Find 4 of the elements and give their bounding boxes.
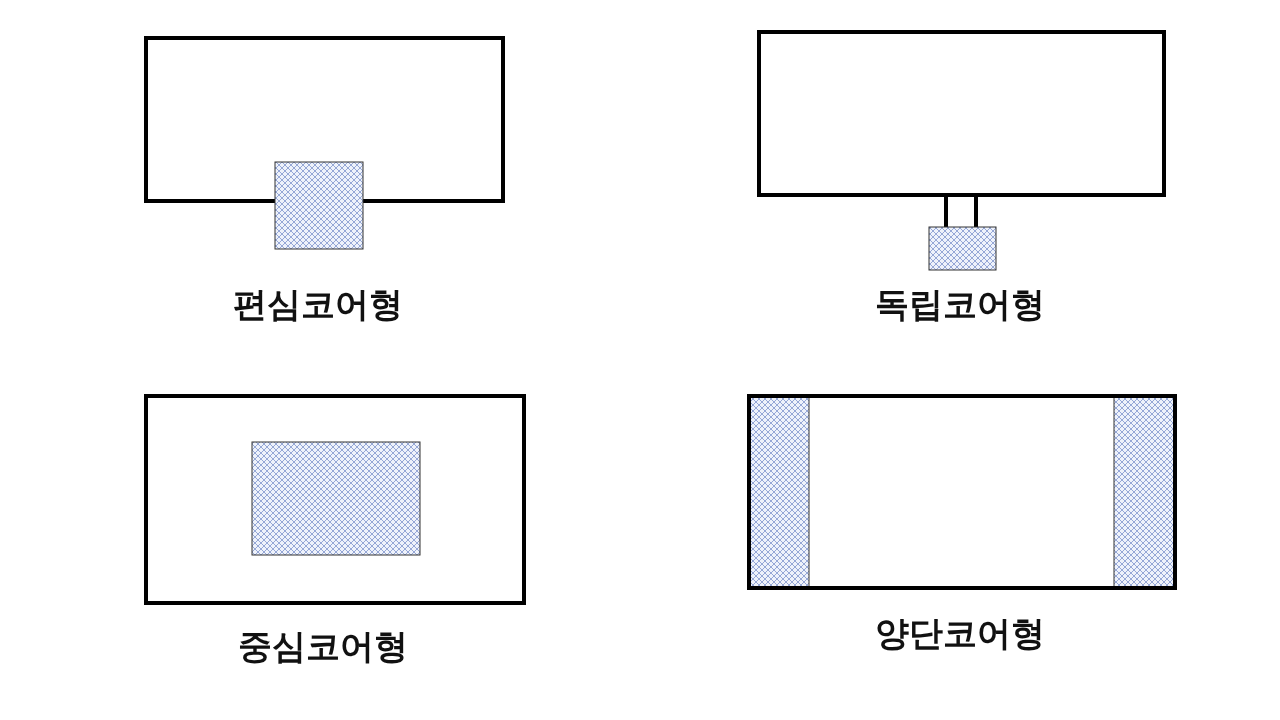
caption: 독립코어형 <box>875 283 1045 326</box>
caption: 중심코어형 <box>238 625 408 668</box>
caption: 편심코어형 <box>233 283 403 326</box>
caption: 양단코어형 <box>875 612 1045 655</box>
